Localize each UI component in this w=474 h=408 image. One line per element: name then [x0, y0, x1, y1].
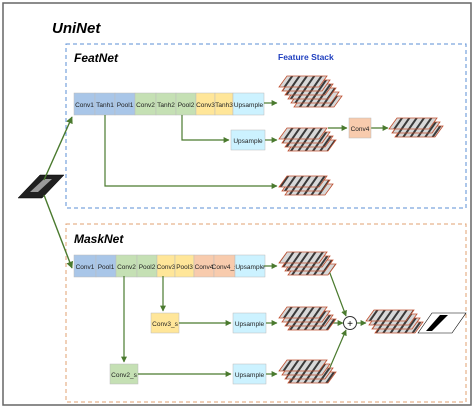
feat-stack-upper-layer-0 — [278, 75, 328, 88]
featnet-box — [65, 43, 467, 209]
mask-output-stack — [365, 309, 424, 334]
input-to-masknet-arrow — [43, 194, 74, 269]
masknet-main-label-6: Conv4 — [195, 264, 214, 271]
unitnet-title: UniNet — [52, 20, 101, 37]
masknet-label: MaskNet — [74, 232, 124, 246]
featnet-main-label-6: Conv3 — [196, 102, 215, 109]
masknet-main-label-7: Conv4_s — [212, 264, 238, 271]
mask-stack-upper — [278, 251, 337, 276]
mask-stack-upper-layer-0 — [278, 251, 328, 264]
featnet-main-label-7: Tanh3 — [215, 102, 233, 109]
feat-output-stack — [388, 117, 444, 138]
add-node — [343, 316, 357, 330]
featnet-main-label-5: Pool2 — [178, 102, 195, 109]
feat-stack-upper — [278, 75, 343, 108]
masknet-main-label-1: Pool1 — [98, 264, 115, 271]
feat-stack-lower — [278, 175, 334, 196]
masknet-upsample-bot-label: Upsample — [235, 372, 265, 379]
masknet-main-label-8: Upsample — [235, 264, 265, 271]
featnet-main-label-8: Upsample — [234, 102, 264, 109]
featnet-label: FeatNet — [74, 51, 119, 65]
mask-stack-lower — [278, 359, 337, 384]
mask-stack-middle-layer-0 — [278, 306, 328, 319]
feat-stack-middle-layer-0 — [278, 127, 328, 140]
featnet-main-label-2: Pool1 — [117, 102, 134, 109]
masknet-main-label-4: Conv3 — [157, 264, 176, 271]
add-symbol: + — [347, 319, 353, 330]
stack3-to-add-arrow — [327, 329, 347, 373]
feature-stacks — [278, 75, 444, 384]
masknet-main-label-3: Pool2 — [139, 264, 156, 271]
feat-stack-middle — [278, 127, 337, 152]
feat-output-stack-layer-0 — [388, 117, 438, 130]
featnet-main-label-1: Tanh1 — [96, 102, 114, 109]
mask-stack-lower-layer-0 — [278, 359, 328, 372]
stack1-to-add-arrow — [327, 267, 347, 317]
tanh1-to-stack3-arrow — [104, 115, 278, 189]
featnet-main-label-0: Conv1 — [75, 102, 94, 109]
masknet-box — [65, 223, 467, 403]
mask-output-stack-layer-0 — [365, 309, 415, 322]
featnet-main-label-3: Conv2 — [136, 102, 155, 109]
input-to-featnet-arrow — [43, 116, 73, 181]
mask-stack-middle — [278, 306, 337, 331]
featnet-main-label-4: Tanh2 — [157, 102, 175, 109]
masknet-main-label-5: Pool3 — [176, 264, 193, 271]
featnet-mid-upsample-label: Upsample — [233, 138, 263, 145]
masknet-upsample-mid-label: Upsample — [235, 321, 265, 328]
conv2s-label: Conv2_s — [111, 372, 137, 379]
featnet-conv4-block — [348, 117, 372, 139]
conv3s-label: Conv3_s — [152, 321, 178, 328]
masknet-main-label-0: Conv1 — [76, 264, 95, 271]
tanh2-to-mid-upsample-arrow — [181, 115, 230, 143]
masknet-main-label-2: Conv2 — [117, 264, 136, 271]
input-image — [17, 174, 65, 199]
feature-stack-label: Feature Stack — [278, 52, 334, 62]
featnet-conv4-label: Conv4 — [351, 126, 370, 133]
output-mask-image — [417, 312, 467, 334]
featnet-main-block-8 — [232, 92, 265, 116]
feat-stack-lower-layer-0 — [278, 175, 328, 188]
